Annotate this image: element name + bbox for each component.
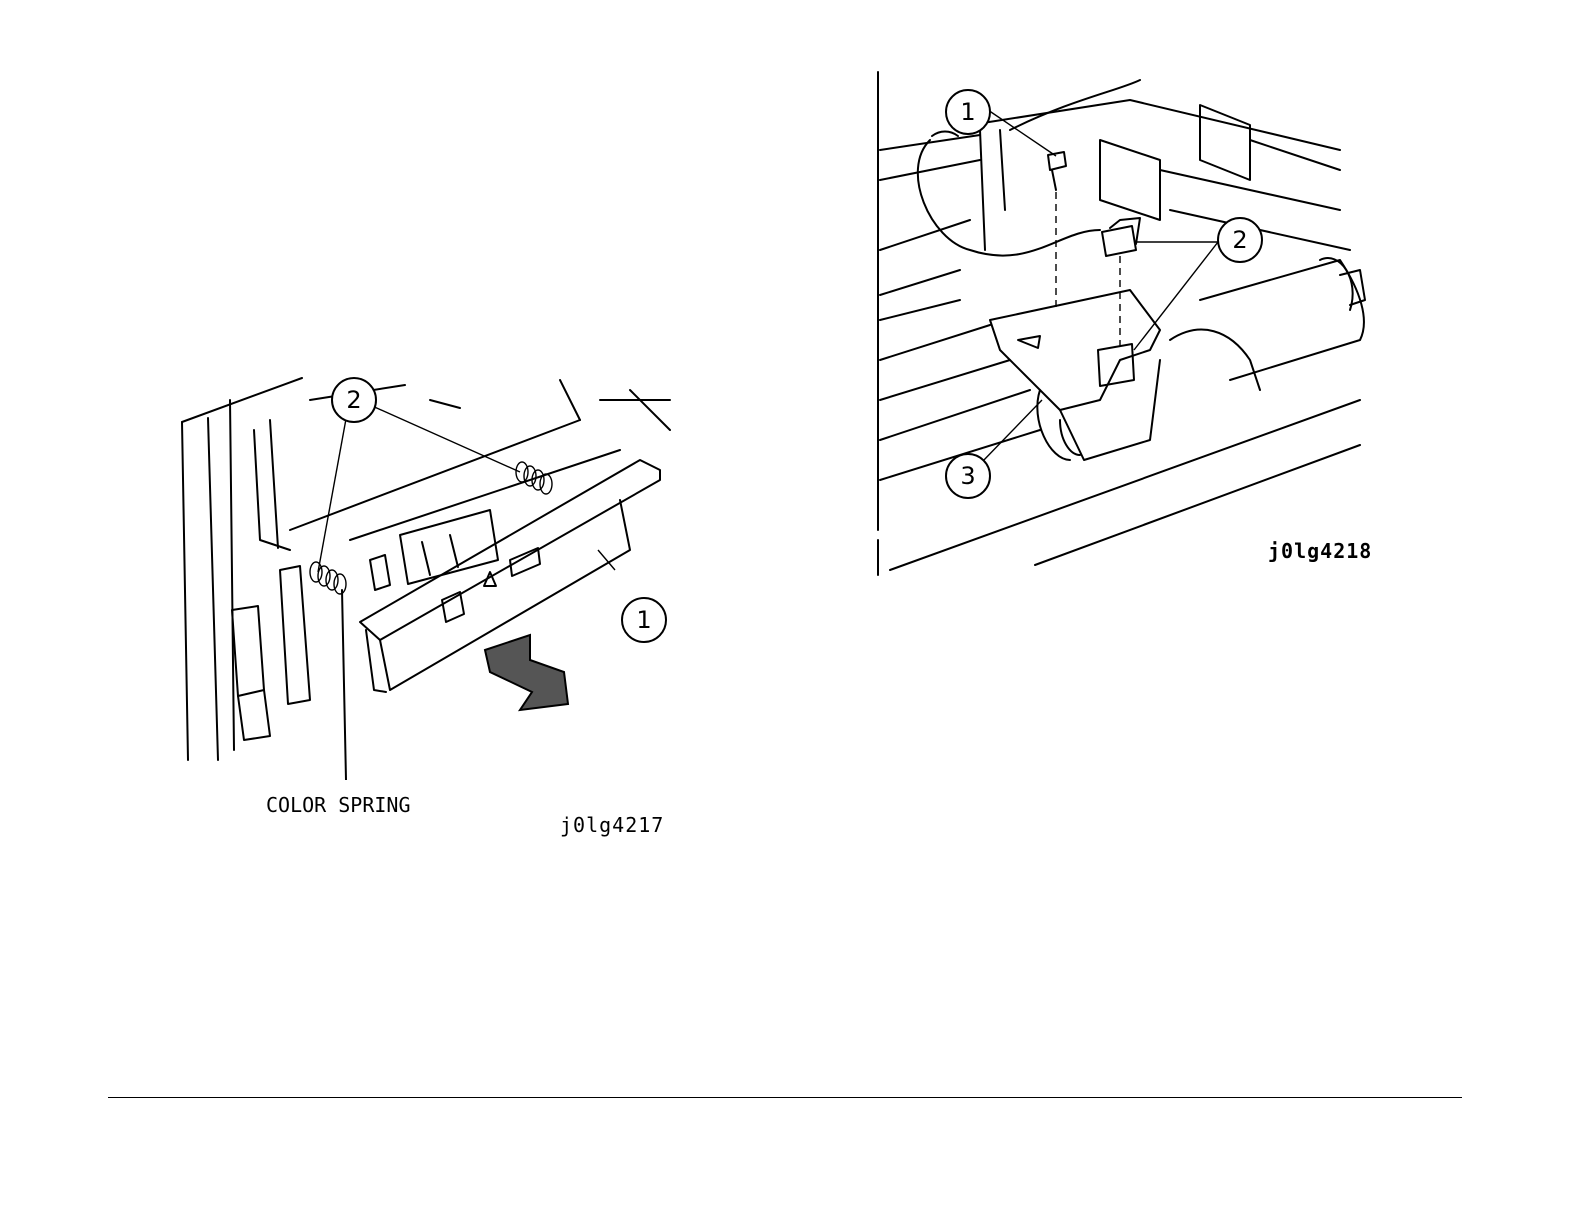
figure-right-drawing: 1 2 3 [870, 60, 1390, 590]
callout-3: 3 [946, 454, 990, 498]
screw [1048, 152, 1066, 310]
figure-id-right: j0lg4218 [1268, 539, 1372, 563]
color-spring-label: COLOR SPRING [266, 793, 411, 817]
figure-j0lg4217: 2 1 [160, 360, 680, 780]
figure-j0lg4218: 1 2 3 [870, 60, 1390, 590]
color-spring-lower [310, 562, 346, 594]
connector [1102, 218, 1140, 256]
callout-2: 2 [1218, 218, 1262, 262]
svg-text:1: 1 [960, 98, 975, 126]
callout-1: 1 [622, 598, 666, 642]
svg-text:3: 3 [960, 462, 975, 490]
figure-left-drawing: 2 1 [160, 360, 680, 780]
callout-1: 1 [946, 90, 990, 134]
direction-arrow [485, 635, 568, 710]
figure-id-left: j0lg4217 [560, 813, 664, 837]
footer-rule [108, 1097, 1462, 1098]
callout-2: 2 [332, 378, 376, 422]
svg-text:2: 2 [346, 386, 361, 414]
svg-text:2: 2 [1232, 226, 1247, 254]
svg-text:1: 1 [636, 606, 651, 634]
